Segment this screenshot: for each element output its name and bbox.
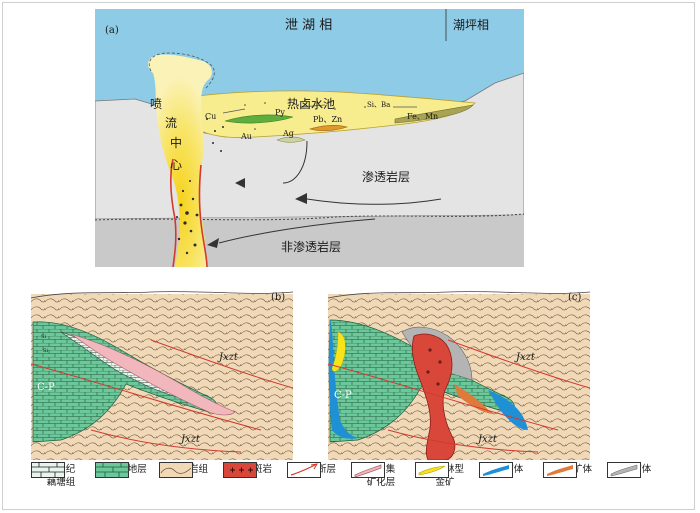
legend-swatch-leadzinc — [543, 462, 577, 478]
vent-particles — [176, 118, 224, 255]
pb-zn-deposit — [308, 124, 349, 132]
vent-char-1: 喷 — [150, 97, 162, 111]
element-py: Py — [275, 108, 285, 117]
element-fe-mn: Fe、Mn — [407, 112, 438, 121]
legend-swatch-copper — [479, 462, 513, 478]
panel-a: (a) 泄 湖 相 潮坪相 喷 流 中 心 热卤水池 Cu Py Si、Ba P… — [95, 9, 524, 267]
legend-item-molybdenum: 钼矿体 — [607, 462, 667, 478]
panel-c-copper-ore — [328, 320, 358, 439]
legend-swatch-molybdenum — [607, 462, 641, 478]
panel-b-si-2: Si — [43, 348, 48, 354]
permeable-label: 渗透岩层 — [362, 169, 410, 184]
cu-deposit — [224, 114, 294, 124]
panel-b-faults — [31, 339, 293, 453]
legend-item-zhoutan: 周潭岩组 — [159, 462, 219, 478]
panel-b-topline — [31, 291, 293, 299]
flow-arrows — [218, 140, 442, 244]
panel-b-label: (b) — [271, 292, 285, 303]
vent-plume — [148, 54, 212, 267]
vent-wall-left — [170, 158, 177, 267]
panel-c-faults — [328, 339, 590, 453]
legend-label2-preenriched: 矿化层 — [366, 477, 396, 488]
panel-c-granite-crosses — [426, 348, 442, 386]
legend-item-carboniferous: 石炭纪 藕塘组 — [31, 462, 91, 488]
panel-c-jxzt-bottom: Jxzt — [476, 434, 498, 445]
legend-item-leadzinc: 铅锌矿体 — [543, 462, 603, 478]
panel-b-si-1: Si — [41, 334, 46, 340]
legend-swatch-thrust — [287, 462, 321, 478]
panel-a-label: (a) — [105, 25, 119, 36]
fe-mn-deposit — [394, 104, 474, 124]
panel-c-cp: C-P — [334, 390, 352, 401]
legend-swatch-preenriched — [351, 462, 385, 478]
ag-deposit — [276, 136, 306, 143]
legend-item-thrust: 逆冲断层 — [287, 462, 347, 478]
legend-item-c1p1: C₁-P₁地层 — [95, 462, 155, 478]
legend-swatch-c1p1 — [95, 462, 129, 478]
legend-item-preenriched: 预富集 矿化层 — [351, 462, 411, 488]
brine-pool-label: 热卤水池 — [287, 97, 335, 111]
element-cu: Cu — [205, 112, 216, 121]
vent-char-4: 心 — [170, 158, 182, 172]
panel-b-jxzt-bottom: Jxzt — [179, 434, 201, 445]
legend: 石炭纪 藕塘组 C₁-P₁地层 周潭岩组 花岗斑岩 逆冲断层 — [31, 462, 671, 512]
element-ag: Ag — [282, 129, 294, 138]
legend-label2-carboniferous: 藕塘组 — [46, 477, 76, 488]
legend-swatch-zhoutan — [159, 462, 193, 478]
panel-c-gold-ore — [331, 331, 346, 372]
vent-char-2: 流 — [165, 116, 177, 130]
panel-c-copper-ore-2 — [488, 390, 528, 430]
element-si-ba: Si、Ba — [367, 101, 390, 109]
panel-c-granite — [412, 333, 456, 460]
panel-c-top-sky — [328, 280, 590, 294]
panel-c: (c) Jxzt Jxzt C-P — [328, 280, 590, 460]
panel-c-jxzt-top: Jxzt — [514, 352, 536, 363]
legend-swatch-carboniferous — [31, 462, 65, 478]
legend-item-copper: 铜矿体 — [479, 462, 539, 478]
legend-swatch-carlin-gold — [415, 462, 449, 478]
panel-b-top-sky — [31, 280, 293, 294]
panel-b: (b) Jxzt Jxzt C-P Si Si — [31, 280, 293, 460]
lagoon-facies: 泄 湖 相 — [285, 18, 332, 33]
legend-item-carlin-gold: 类卡林型 金矿 — [415, 462, 475, 488]
plume-outline — [148, 52, 215, 90]
panel-b-jxzt-top: Jxzt — [217, 352, 239, 363]
pool-particles — [244, 100, 366, 130]
panel-b-cp: C-P — [37, 382, 55, 393]
pool-arrows — [222, 104, 417, 114]
impermeable-label: 非渗透岩层 — [281, 239, 341, 254]
panel-c-topline — [328, 291, 590, 299]
element-au: Au — [240, 132, 252, 141]
legend-label2-carlin-gold: 金矿 — [435, 477, 455, 488]
legend-swatch-granite — [223, 462, 257, 478]
tidal-flat-facies: 潮坪相 — [453, 17, 489, 32]
panel-b-pink-layer — [70, 333, 236, 416]
element-pb-zn: Pb、Zn — [313, 115, 342, 124]
panel-c-leadzinc-ore — [454, 384, 492, 414]
panel-c-label: (c) — [568, 292, 582, 303]
legend-item-granite: 花岗斑岩 — [223, 462, 283, 478]
flow-arrowheads — [207, 178, 307, 248]
vent-char-3: 中 — [170, 135, 182, 150]
vent-wall-right — [198, 164, 208, 267]
